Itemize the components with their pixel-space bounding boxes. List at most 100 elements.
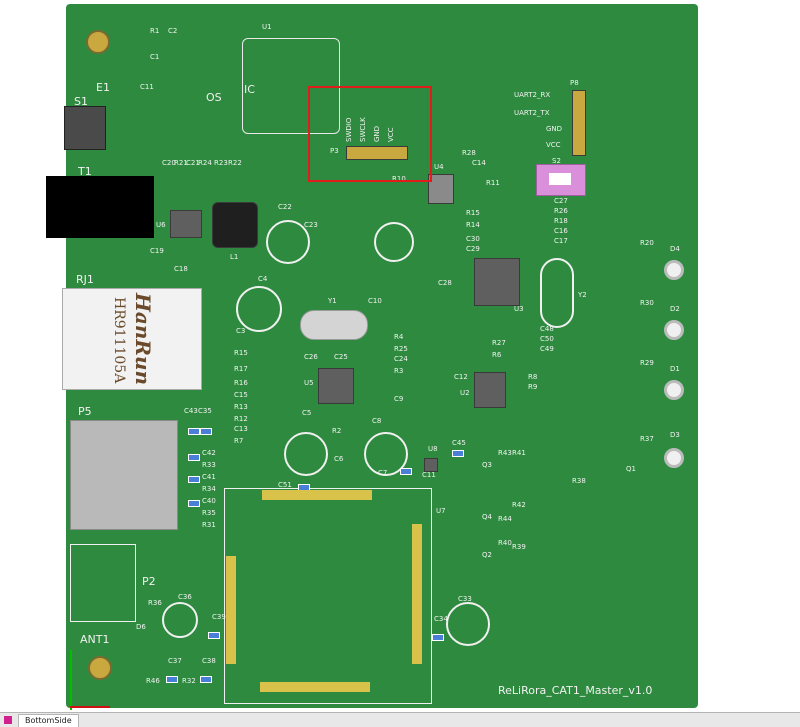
u2-chip (474, 372, 506, 408)
s2-label: S2 (552, 157, 561, 165)
part-r3: R3 (394, 367, 404, 375)
y2-crystal (540, 258, 574, 328)
layer-tab[interactable]: BottomSide (18, 714, 79, 727)
u7-module[interactable] (224, 488, 432, 704)
part-r27: R27 (492, 339, 506, 347)
l1-label: L1 (230, 253, 239, 261)
cap-c36 (162, 602, 198, 638)
part-r15: R15 (234, 349, 248, 357)
part-c35: C35 (198, 407, 212, 415)
cap-c11 (400, 468, 412, 475)
part-c19: C19 (150, 247, 164, 255)
cap-c35 (200, 428, 212, 435)
part-r18: R18 (554, 217, 568, 225)
cap-c33 (446, 602, 490, 646)
u7-pins-top (262, 490, 372, 500)
part-r26: R26 (554, 207, 568, 215)
cap-c38 (200, 676, 212, 683)
part-r1: R1 (150, 27, 160, 35)
part-c10: C10 (368, 297, 382, 305)
part-c15: C15 (234, 391, 248, 399)
part-c21: C21 (186, 159, 200, 167)
part-r24: R24 (198, 159, 212, 167)
part-r30: R30 (640, 299, 654, 307)
part-c3: C3 (236, 327, 246, 335)
hr-part-number: HR911105A (111, 297, 127, 384)
part-r21: R21 (174, 159, 188, 167)
cap-c40 (188, 500, 200, 507)
p3-label: P3 (330, 147, 339, 155)
led-d1 (664, 380, 684, 400)
cap-c22 (266, 220, 310, 264)
part-r8: R8 (528, 373, 538, 381)
p8-pin-3: GND (546, 125, 563, 133)
part-r7: R7 (234, 437, 244, 445)
part-r33: R33 (202, 461, 216, 469)
pcb-3d-viewport[interactable]: E1 S1 T1 RJ1 P5 P2 ANT1 U1 IC OS U6 L1 Y… (0, 0, 800, 712)
part-r23: R23 (214, 159, 228, 167)
part-c48: C48 (540, 325, 554, 333)
u8-chip (424, 458, 438, 472)
p8-header[interactable] (572, 90, 586, 156)
u5-label: U5 (304, 379, 314, 387)
part-c36: C36 (178, 593, 192, 601)
cap-c34 (432, 634, 444, 641)
part-c5: C5 (302, 409, 312, 417)
led-d4-label: D4 (670, 245, 680, 253)
part-c22: C22 (278, 203, 292, 211)
part-r2: R2 (332, 427, 342, 435)
s2-switch[interactable] (536, 164, 586, 196)
part-c11-mid: C11 (422, 471, 436, 479)
sd-card-slot[interactable] (70, 420, 178, 530)
part-r25: R25 (394, 345, 408, 353)
part-r28: R28 (462, 149, 476, 157)
u7-pins-right (412, 524, 422, 664)
part-r38: R38 (572, 477, 586, 485)
part-c40: C40 (202, 497, 216, 505)
p8-pin-1: UART2_RX (514, 91, 551, 99)
part-c42: C42 (202, 449, 216, 457)
rj45-connector[interactable]: HanRun HR911105A (62, 288, 202, 390)
p2-connector[interactable] (70, 544, 136, 622)
cap-c6 (284, 432, 328, 476)
part-r10: R10 (392, 175, 406, 183)
u1-label: U1 (262, 23, 272, 31)
cap-c7 (364, 432, 408, 476)
u3-label: U3 (514, 305, 524, 313)
cap-c43 (188, 428, 200, 435)
u4-chip (428, 174, 454, 204)
p5-label: P5 (78, 405, 92, 418)
part-r39: R39 (512, 543, 526, 551)
part-c30: C30 (466, 235, 480, 243)
part-r15-right: R15 (466, 209, 480, 217)
part-c34: C34 (434, 615, 448, 623)
t1-label: T1 (78, 165, 92, 178)
part-c1: C1 (150, 53, 160, 61)
part-r6: R6 (492, 351, 502, 359)
layer-color-swatch (4, 716, 12, 724)
cap-c37 (166, 676, 178, 683)
led-d2 (664, 320, 684, 340)
u5-chip (318, 368, 354, 404)
u4-label: U4 (434, 163, 444, 171)
part-c16: C16 (554, 227, 568, 235)
cap-c23 (374, 222, 414, 262)
p3-header[interactable] (346, 146, 408, 160)
part-c17: C17 (554, 237, 568, 245)
part-c20: C20 (162, 159, 176, 167)
part-d6: D6 (136, 623, 146, 631)
s1-switch[interactable] (64, 106, 106, 150)
u7-label: U7 (436, 507, 446, 515)
part-q1: Q1 (626, 465, 636, 473)
cap-c41 (188, 476, 200, 483)
part-r42: R42 (512, 501, 526, 509)
part-c49: C49 (540, 345, 554, 353)
led-d4 (664, 260, 684, 280)
part-c8: C8 (372, 417, 382, 425)
s2-actuator (549, 173, 571, 185)
part-r41: R41 (512, 449, 526, 457)
y1-label: Y1 (328, 297, 337, 305)
part-r44: R44 (498, 515, 512, 523)
part-q4: Q4 (482, 513, 492, 521)
part-r31: R31 (202, 521, 216, 529)
